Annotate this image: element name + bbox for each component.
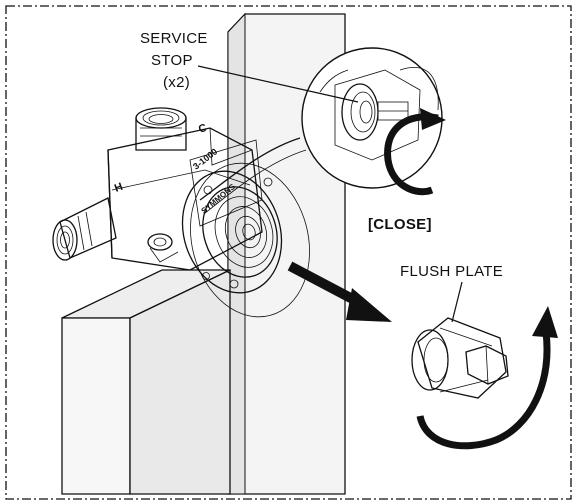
- model-marking: 3-1000: [191, 146, 219, 171]
- service-stop-label-line3: (x2): [163, 74, 190, 91]
- rotate-arrow-icon: [416, 306, 558, 450]
- service-stop-label-line2: STOP: [151, 52, 193, 69]
- service-stop-leader: [197, 65, 359, 103]
- escutcheon-ring: [190, 162, 310, 318]
- flush-plate-leader: [451, 281, 463, 323]
- cold-marking: C: [197, 122, 209, 136]
- close-label: [CLOSE]: [368, 216, 432, 233]
- flush-plate-label: FLUSH PLATE: [400, 263, 503, 280]
- clockwise-arrow-icon: [384, 108, 446, 196]
- wall-board: [61, 268, 231, 495]
- diagonal-arrow-icon: [287, 261, 392, 322]
- service-stop-detail: [301, 47, 443, 189]
- hot-marking: H: [113, 181, 125, 195]
- service-stop-label-line1: SERVICE: [140, 30, 208, 47]
- flush-plate: [411, 317, 509, 399]
- dash-dot-border: [5, 5, 572, 500]
- valve-body: [52, 107, 307, 294]
